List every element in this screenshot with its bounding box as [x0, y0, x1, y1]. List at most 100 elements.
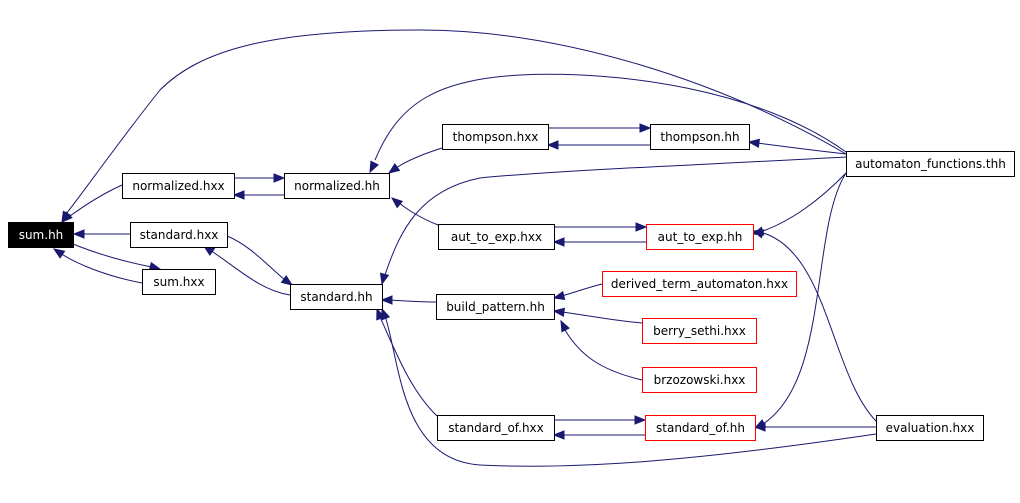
- edge-line: [561, 311, 643, 324]
- edge-derived-term-automaton-hxx-to-build-pattern-hh: [552, 283, 603, 301]
- arrowhead-icon: [52, 248, 66, 259]
- node-box: [650, 124, 750, 150]
- node-standard-of-hh[interactable]: standard_of.hh: [645, 415, 756, 441]
- edge-standard-hh-to-standard-hxx: [202, 245, 291, 296]
- arrowhead-icon: [273, 173, 286, 183]
- node-thompson-hh[interactable]: thompson.hh: [650, 124, 750, 150]
- arrowhead-icon: [552, 290, 566, 301]
- arrowhead-icon: [751, 229, 765, 239]
- edge-line: [762, 172, 847, 425]
- arrowhead-icon: [634, 415, 647, 425]
- edge-line: [759, 231, 881, 426]
- edge-thompson-hh-to-thompson-hxx: [546, 140, 650, 150]
- node-box: [846, 151, 1015, 177]
- node-label: standard.hxx: [140, 228, 219, 242]
- node-box: [642, 367, 757, 393]
- edge-aut-to-exp-hxx-to-normalized-hh: [390, 197, 439, 226]
- edge-line: [384, 315, 877, 467]
- node-automaton-functions-thh[interactable]: automaton_functions.thh: [846, 151, 1015, 177]
- node-box: [437, 415, 555, 441]
- edge-line: [564, 329, 643, 381]
- edge-automaton-functions-thh-to-thompson-hh: [747, 138, 847, 155]
- edge-berry-sethi-hxx-to-build-pattern-hh: [552, 307, 643, 324]
- edge-line: [65, 184, 123, 220]
- node-box: [290, 284, 383, 310]
- node-normalized-hxx[interactable]: normalized.hxx: [122, 173, 235, 199]
- arrowhead-icon: [546, 140, 559, 150]
- node-sum-hh[interactable]: sum.hh: [8, 222, 74, 248]
- node-label: derived_term_automaton.hxx: [611, 277, 788, 291]
- edge-evaluation-hxx-to-standard-hh: [381, 307, 877, 467]
- arrowhead-icon: [635, 222, 648, 232]
- node-label: aut_to_exp.hxx: [451, 230, 542, 244]
- edge-automaton-functions-thh-to-standard-hh: [379, 156, 847, 286]
- edge-line: [759, 172, 847, 233]
- edge-line: [756, 142, 847, 155]
- node-sum-hxx[interactable]: sum.hxx: [142, 269, 216, 295]
- node-derived-term-automaton-hxx[interactable]: derived_term_automaton.hxx: [602, 271, 797, 297]
- edge-line: [65, 29, 847, 215]
- node-thompson-hxx[interactable]: thompson.hxx: [442, 124, 549, 150]
- node-box: [438, 224, 555, 250]
- nodes-layer: sum.hh normalized.hxx standard.hxx sum.hxx n…: [8, 124, 1015, 441]
- edge-standard-of-hh-to-standard-of-hxx: [552, 430, 645, 440]
- node-label: berry_sethi.hxx: [653, 324, 746, 338]
- edge-line: [384, 156, 847, 276]
- edge-line: [209, 249, 291, 296]
- arrowhead-icon: [753, 422, 766, 432]
- node-label: standard.hh: [300, 290, 372, 304]
- edge-line: [379, 316, 438, 417]
- arrowhead-icon: [639, 123, 652, 133]
- arrowhead-icon: [560, 319, 570, 333]
- node-box: [646, 224, 754, 250]
- node-brzozowski-hxx[interactable]: brzozowski.hxx: [642, 367, 757, 393]
- node-box: [602, 271, 797, 297]
- node-label: standard_of.hh: [656, 421, 745, 435]
- node-berry-sethi-hxx[interactable]: berry_sethi.hxx: [642, 318, 757, 344]
- node-box: [284, 173, 390, 199]
- arrowhead-icon: [369, 160, 379, 174]
- node-aut-to-exp-hxx[interactable]: aut_to_exp.hxx: [438, 224, 555, 250]
- edge-line: [72, 243, 153, 268]
- node-box: [642, 318, 757, 344]
- edge-line: [374, 73, 847, 161]
- node-standard-hh[interactable]: standard.hh: [290, 284, 383, 310]
- node-standard-hxx[interactable]: standard.hxx: [130, 222, 228, 248]
- arrowhead-icon: [387, 163, 401, 174]
- edge-brzozowski-hxx-to-build-pattern-hh: [560, 319, 643, 381]
- node-label: sum.hh: [19, 228, 64, 242]
- edge-standard-of-hxx-to-standard-of-hh: [553, 415, 647, 425]
- node-build-pattern-hh[interactable]: build_pattern.hh: [436, 294, 555, 320]
- edge-automaton-functions-thh-to-normalized-hh: [369, 73, 847, 174]
- edge-evaluation-hxx-to-aut-to-exp-hh: [751, 229, 881, 426]
- edge-standard-hxx-to-standard-hh: [226, 235, 294, 286]
- node-box: [8, 222, 74, 248]
- node-label: thompson.hxx: [453, 130, 539, 144]
- node-label: normalized.hh: [294, 179, 380, 193]
- node-label: build_pattern.hh: [446, 300, 545, 314]
- node-box: [876, 415, 984, 441]
- arrowhead-icon: [390, 197, 404, 209]
- node-box: [130, 222, 228, 248]
- node-label: evaluation.hxx: [886, 421, 975, 435]
- node-normalized-hh[interactable]: normalized.hh: [284, 173, 390, 199]
- edge-line: [226, 235, 286, 281]
- arrowhead-icon: [747, 138, 761, 149]
- node-aut-to-exp-hh[interactable]: aut_to_exp.hh: [646, 224, 754, 250]
- node-box: [142, 269, 216, 295]
- arrowhead-icon: [232, 190, 245, 200]
- arrowhead-icon: [552, 307, 566, 318]
- edges-layer: [52, 29, 881, 467]
- node-evaluation-hxx[interactable]: evaluation.hxx: [876, 415, 984, 441]
- edge-line: [395, 147, 443, 169]
- edge-automaton-functions-thh-to-aut-to-exp-hh: [751, 172, 847, 236]
- arrowhead-icon: [381, 307, 391, 321]
- node-box: [442, 124, 549, 150]
- edge-aut-to-exp-hh-to-aut-to-exp-hxx: [552, 237, 647, 247]
- node-label: normalized.hxx: [132, 179, 224, 193]
- node-standard-of-hxx[interactable]: standard_of.hxx: [437, 415, 555, 441]
- node-label: standard_of.hxx: [448, 421, 544, 435]
- arrowhead-icon: [380, 295, 393, 305]
